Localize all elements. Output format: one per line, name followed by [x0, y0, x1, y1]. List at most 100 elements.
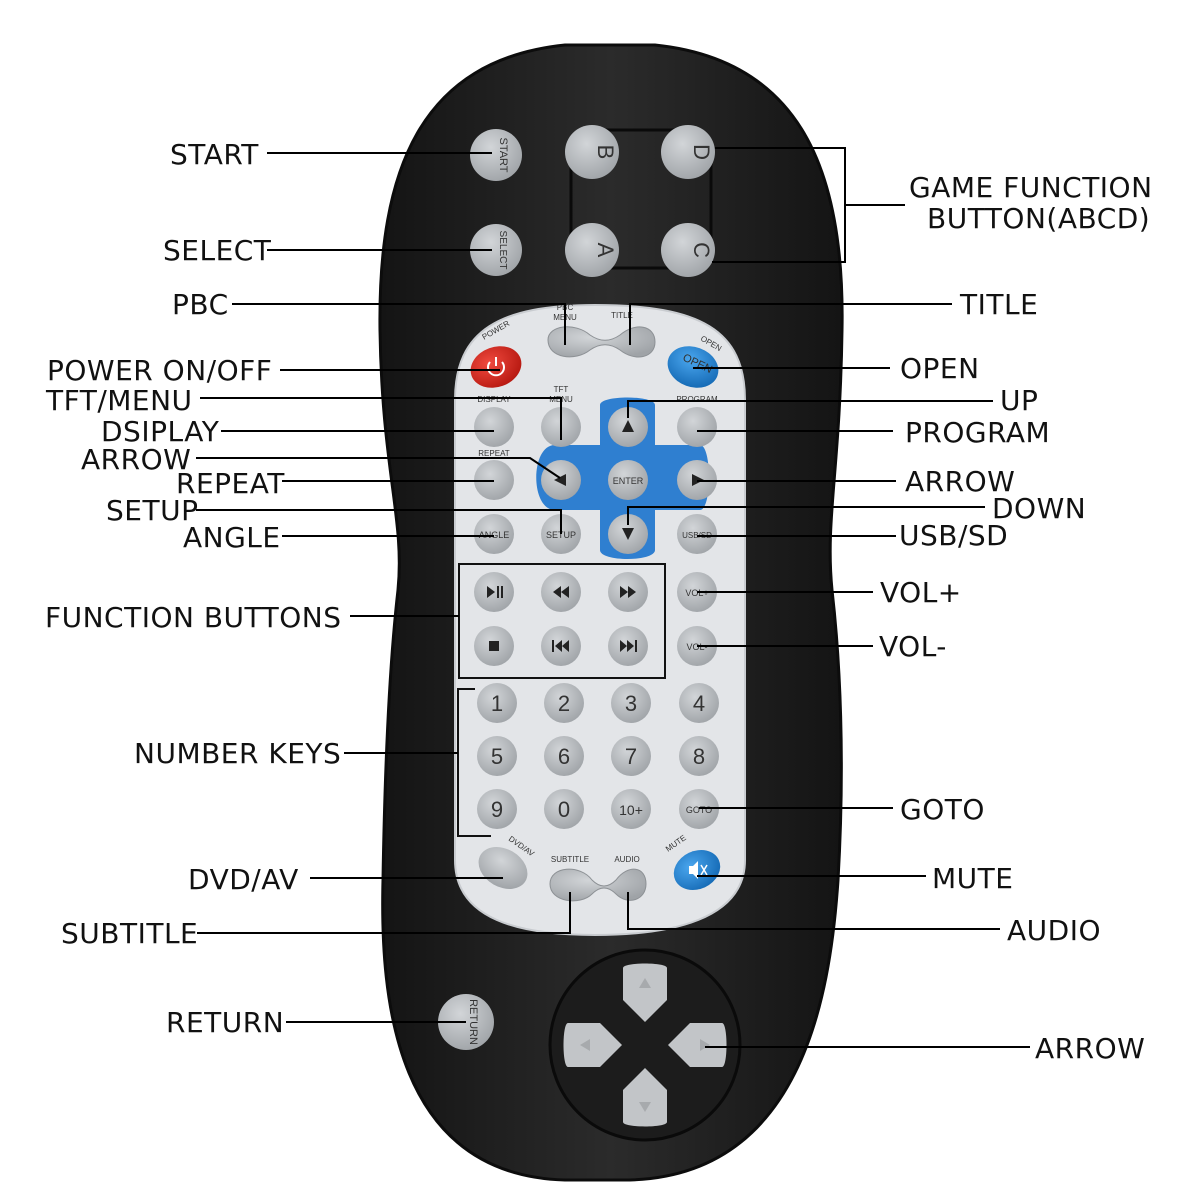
- program-small-label: PROGRAM: [676, 395, 718, 404]
- arrow-left-icon: [554, 474, 566, 486]
- enter-button[interactable]: ENTER: [608, 460, 648, 500]
- num-3-button[interactable]: 3: [611, 683, 651, 723]
- game-a-label: A: [593, 243, 618, 258]
- start-button[interactable]: START: [470, 129, 522, 181]
- game-d-button[interactable]: D: [661, 125, 715, 179]
- repeat-small-label: REPEAT: [478, 449, 510, 458]
- program-button[interactable]: PROGRAM: [676, 395, 718, 447]
- num-6-label: 6: [558, 744, 570, 769]
- callout-number-keys: NUMBER KEYS: [134, 737, 341, 770]
- callout-game-function-1: GAME FUNCTION: [909, 171, 1153, 204]
- number-keys-bracket: [457, 688, 491, 837]
- callout-angle: ANGLE: [183, 521, 281, 554]
- power-icon: [487, 357, 505, 377]
- audio-small-label: AUDIO: [614, 855, 639, 864]
- game-b-label: B: [593, 145, 618, 160]
- bottom-right-arrow-button[interactable]: [668, 1023, 727, 1067]
- next-button[interactable]: [608, 626, 648, 666]
- num-6-button[interactable]: 6: [544, 736, 584, 776]
- callout-display: DSIPLAY: [101, 415, 220, 448]
- num-0-label: 0: [558, 797, 570, 822]
- stop-button[interactable]: [474, 626, 514, 666]
- num-5-button[interactable]: 5: [477, 736, 517, 776]
- callout-return: RETURN: [166, 1006, 284, 1039]
- num-4-button[interactable]: 4: [679, 683, 719, 723]
- title-button-label: TITLE: [611, 311, 633, 320]
- callout-repeat: REPEAT: [176, 467, 285, 500]
- usb-sd-button[interactable]: USB/SD: [677, 514, 717, 554]
- callout-subtitle: SUBTITLE: [61, 917, 198, 950]
- num-1-label: 1: [491, 691, 503, 716]
- start-button-label: START: [497, 137, 509, 172]
- num-5-label: 5: [491, 744, 503, 769]
- down-arrow-button[interactable]: [608, 514, 648, 554]
- callout-usb-sd: USB/SD: [899, 519, 1008, 552]
- rewind-icon: [553, 586, 569, 598]
- callout-title: TITLE: [959, 288, 1038, 321]
- num-10plus-button[interactable]: 10+: [611, 789, 651, 829]
- num-4-label: 4: [693, 691, 705, 716]
- rewind-button[interactable]: [541, 572, 581, 612]
- tft-label-1: TFT: [554, 385, 569, 394]
- left-arrow-button[interactable]: [541, 460, 581, 500]
- play-pause-icon: [487, 586, 503, 598]
- callout-down: DOWN: [992, 492, 1086, 525]
- callout-tft-menu: TFT/MENU: [45, 384, 193, 417]
- callout-select: SELECT: [163, 234, 272, 267]
- bottom-left-arrow-button[interactable]: [563, 1023, 623, 1067]
- game-b-button[interactable]: B: [565, 125, 619, 179]
- select-button-label: SELECT: [497, 231, 508, 270]
- callout-mute: MUTE: [932, 862, 1013, 895]
- callout-function-buttons: FUNCTION BUTTONS: [45, 601, 342, 634]
- callout-program: PROGRAM: [905, 416, 1050, 449]
- play-pause-button[interactable]: [474, 572, 514, 612]
- callout-arrow-bottom: ARROW: [1035, 1032, 1145, 1065]
- up-arrow-button[interactable]: [608, 407, 648, 447]
- function-buttons-frame: [458, 563, 666, 679]
- callout-setup: SETUP: [106, 494, 198, 527]
- callout-start: START: [170, 138, 259, 171]
- num-9-button[interactable]: 9: [477, 789, 517, 829]
- previous-button[interactable]: [541, 626, 581, 666]
- subtitle-audio-button[interactable]: SUBTITLE AUDIO: [549, 855, 647, 902]
- game-button-frame: [569, 128, 713, 270]
- num-10plus-label: 10+: [619, 802, 643, 818]
- game-a-button[interactable]: A: [565, 223, 619, 277]
- num-0-button[interactable]: 0: [544, 789, 584, 829]
- game-c-button[interactable]: C: [661, 223, 715, 277]
- fast-forward-icon: [620, 586, 636, 598]
- repeat-button[interactable]: REPEAT: [474, 449, 514, 500]
- leader-lines: [196, 147, 1030, 1048]
- callout-up: UP: [1000, 384, 1038, 417]
- angle-button[interactable]: ANGLE: [474, 514, 514, 554]
- setup-button-label: SETUP: [546, 530, 576, 540]
- bottom-up-arrow-button[interactable]: [623, 963, 667, 1023]
- callout-pbc: PBC: [172, 288, 229, 321]
- display-button[interactable]: DISPLAY: [474, 395, 514, 447]
- fast-forward-button[interactable]: [608, 572, 648, 612]
- arrow-down-icon: [622, 528, 634, 540]
- num-2-button[interactable]: 2: [544, 683, 584, 723]
- callout-arrow-left: ARROW: [81, 443, 191, 476]
- num-7-button[interactable]: 7: [611, 736, 651, 776]
- arrow-down-icon: [639, 1102, 651, 1112]
- select-button[interactable]: SELECT: [470, 224, 522, 276]
- number-keypad: 1 2 3 4 5 6 7 8 9 0 10+ GOTO: [477, 683, 719, 829]
- game-d-label: D: [689, 144, 714, 160]
- display-small-label: DISPLAY: [477, 395, 511, 404]
- num-8-button[interactable]: 8: [679, 736, 719, 776]
- goto-button-label: GOTO: [686, 805, 712, 815]
- bottom-dpad-ring: [548, 948, 742, 1142]
- arrow-right-icon: [700, 1039, 710, 1051]
- bottom-down-arrow-button[interactable]: [623, 1068, 667, 1127]
- num-9-label: 9: [491, 797, 503, 822]
- game-c-label: C: [689, 242, 714, 258]
- num-1-button[interactable]: 1: [477, 683, 517, 723]
- callout-labels: START SELECT GAME FUNCTION BUTTON(ABCD) …: [45, 138, 1153, 1065]
- callout-open: OPEN: [900, 352, 980, 385]
- mute-speaker-icon: [689, 861, 708, 879]
- next-icon: [620, 640, 637, 652]
- num-3-label: 3: [625, 691, 637, 716]
